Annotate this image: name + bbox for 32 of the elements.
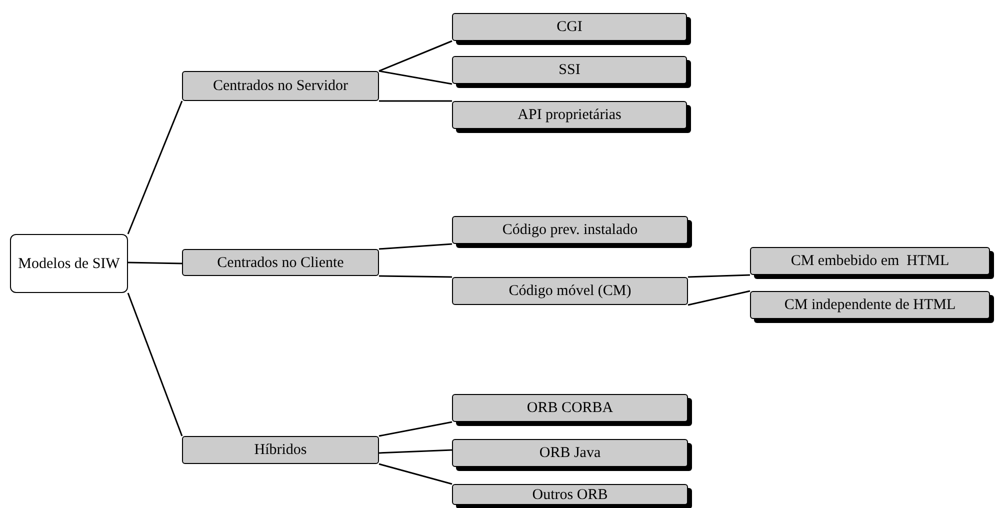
node-label: API proprietárias (518, 106, 622, 124)
connector-line (378, 275, 452, 278)
connector-line (688, 290, 750, 306)
node-label: ORB Java (539, 444, 601, 462)
node-label: Modelos de SIW (18, 254, 120, 272)
connector-line (127, 292, 183, 436)
node-label: Centrados no Cliente (217, 254, 344, 272)
connector-line (688, 274, 750, 278)
node-label: CGI (556, 18, 582, 36)
category-box (182, 436, 379, 464)
category-box (452, 277, 688, 305)
root-box (10, 234, 128, 293)
category-box (182, 71, 379, 101)
connector-line (378, 243, 452, 250)
connector-line (378, 421, 452, 437)
connector-line (127, 100, 183, 234)
connector-line (378, 449, 452, 454)
node-label: Código móvel (CM) (508, 282, 632, 300)
node-label: Outros ORB (532, 486, 608, 504)
node-label: CM independente de HTML (784, 296, 956, 314)
node-label: Código prev. instalado (502, 221, 638, 239)
node-label: SSI (558, 61, 580, 79)
node-label: Híbridos (254, 441, 307, 459)
node-label: Centrados no Servidor (213, 77, 348, 95)
node-label: ORB CORBA (526, 399, 614, 417)
category-box (182, 249, 379, 276)
connector-line (378, 463, 452, 485)
connector-line (128, 262, 182, 264)
connector-line (379, 100, 452, 102)
connector-line (378, 70, 452, 85)
connector-line (378, 40, 452, 72)
node-label: CM embebido em HTML (790, 252, 950, 270)
